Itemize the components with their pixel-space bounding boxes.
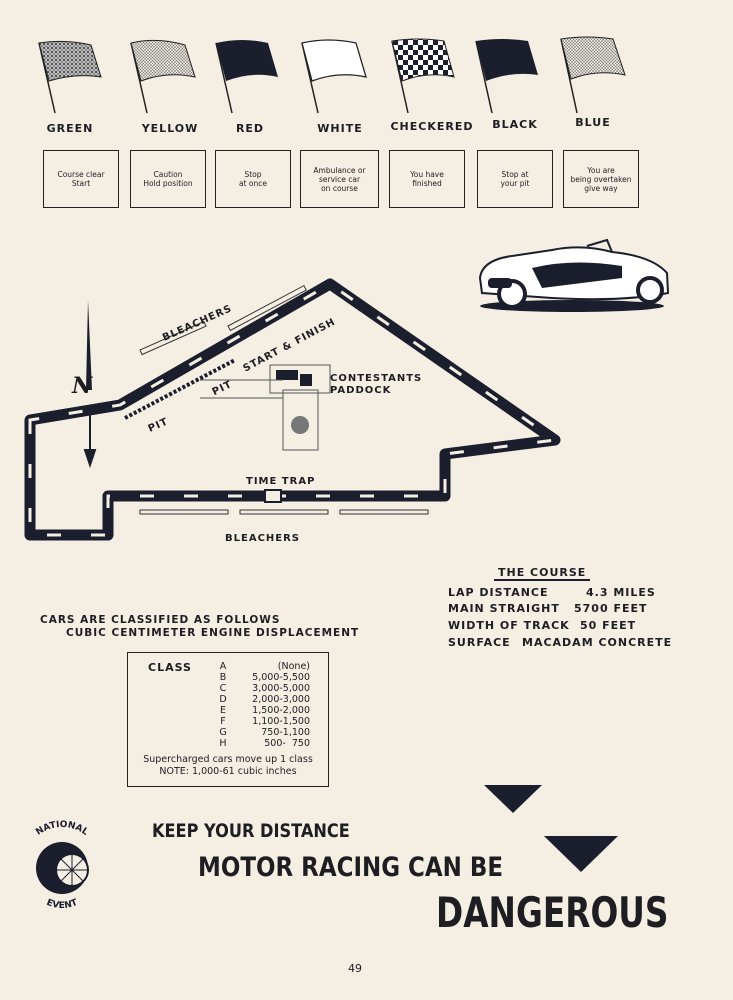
class-range: (None) <box>277 661 310 672</box>
class-letter: H <box>219 738 227 749</box>
sports-car-illustration <box>478 238 670 312</box>
flag-label: BLACK <box>492 118 538 131</box>
flag-label: CHECKERED <box>390 120 474 133</box>
class-range: 3,000-5,000 <box>252 683 310 694</box>
class-range: 2,000-3,000 <box>252 694 310 705</box>
class-row: F 1,100-1,500 <box>206 716 310 727</box>
course-label: MAIN STRAIGHT <box>448 602 560 615</box>
svg-text:EVENT: EVENT <box>45 898 80 911</box>
motor-racing-text: MOTOR RACING CAN BE <box>198 852 504 883</box>
flag-meaning: Course clear Start <box>43 150 119 208</box>
flag-label: YELLOW <box>141 122 199 135</box>
class-range: 500- 750 <box>264 738 310 749</box>
logo-bottom-text: EVENT <box>45 898 80 911</box>
flag-meaning: Stop at your pit <box>477 150 553 208</box>
scca-logo: NATIONAL EVENT <box>34 820 90 911</box>
flag-label: GREEN <box>46 122 94 135</box>
class-letter: F <box>220 716 226 727</box>
class-header: CLASS <box>148 661 192 674</box>
class-letter: A <box>219 661 227 672</box>
red-flag-icon <box>215 40 278 114</box>
down-arrow-icon <box>484 785 542 813</box>
flag-meaning: You have finished <box>389 150 465 208</box>
class-letter: G <box>219 727 227 738</box>
blue-flag-icon <box>560 36 626 114</box>
class-row: G 750-1,100 <box>206 727 310 738</box>
black-flag-icon <box>475 39 538 114</box>
flag-label: WHITE <box>317 122 363 135</box>
keep-distance-text: KEEP YOUR DISTANCE <box>152 820 350 842</box>
class-range: 1,500-2,000 <box>252 705 310 716</box>
yellow-flag-icon <box>130 39 196 114</box>
class-row: A (None) <box>206 661 310 672</box>
race-track <box>24 278 561 541</box>
course-value: 5700 FEET <box>574 602 648 615</box>
flag-meaning: Caution Hold position <box>130 150 206 208</box>
white-flag-icon <box>301 39 367 114</box>
dangerous-text: DANGEROUS <box>436 888 669 937</box>
class-row: C 3,000-5,000 <box>206 683 310 694</box>
north-label: N <box>72 373 94 399</box>
course-label: SURFACE <box>448 636 511 649</box>
green-flag-icon <box>38 40 102 114</box>
class-letter: B <box>219 672 227 683</box>
flag-label: RED <box>235 122 265 135</box>
bleachers-label: BLEACHERS <box>225 533 301 544</box>
paddock-label: CONTESTANTS PADDOCK <box>330 373 423 396</box>
page-number: 49 <box>348 962 362 975</box>
class-row: B 5,000-5,500 <box>206 672 310 683</box>
class-letter: E <box>219 705 226 716</box>
track-map <box>24 278 561 541</box>
flag-meaning: You are being overtaken give way <box>563 150 639 208</box>
course-label: LAP DISTANCE <box>448 586 549 599</box>
classification-subheading: CUBIC CENTIMETER ENGINE DISPLACEMENT <box>66 627 360 639</box>
class-row: H 500- 750 <box>206 738 310 749</box>
class-range: 1,100-1,500 <box>252 716 310 727</box>
class-row: D 2,000-3,000 <box>206 694 310 705</box>
course-label: WIDTH OF TRACK <box>448 619 570 632</box>
course-value: 50 FEET <box>580 619 637 632</box>
class-row: E 1,500-2,000 <box>206 705 310 716</box>
course-value: 4.3 MILES <box>586 586 656 599</box>
supercharged-note: Supercharged cars move up 1 class <box>143 754 313 765</box>
svg-text:NATIONAL: NATIONAL <box>34 820 90 838</box>
course-value: MACADAM CONCRETE <box>522 636 673 649</box>
logo-top-text: NATIONAL <box>34 820 90 838</box>
cubic-inch-note: NOTE: 1,000-61 cubic inches <box>159 766 297 777</box>
north-arrow-icon <box>86 300 92 390</box>
class-range: 5,000-5,500 <box>252 672 310 683</box>
class-letter: D <box>219 694 227 705</box>
flag-label: BLUE <box>575 116 611 129</box>
time-trap-label: TIME TRAP <box>246 476 316 487</box>
class-letter: C <box>219 683 227 694</box>
flag-meaning: Ambulance or service car on course <box>300 150 379 208</box>
checkered-flag-icon <box>391 38 455 114</box>
classification-heading: CARS ARE CLASSIFIED AS FOLLOWS <box>40 614 281 626</box>
course-title: THE COURSE <box>494 566 591 581</box>
class-range: 750-1,100 <box>261 727 310 738</box>
down-arrow-icon <box>544 836 618 872</box>
flag-meaning: Stop at once <box>215 150 291 208</box>
